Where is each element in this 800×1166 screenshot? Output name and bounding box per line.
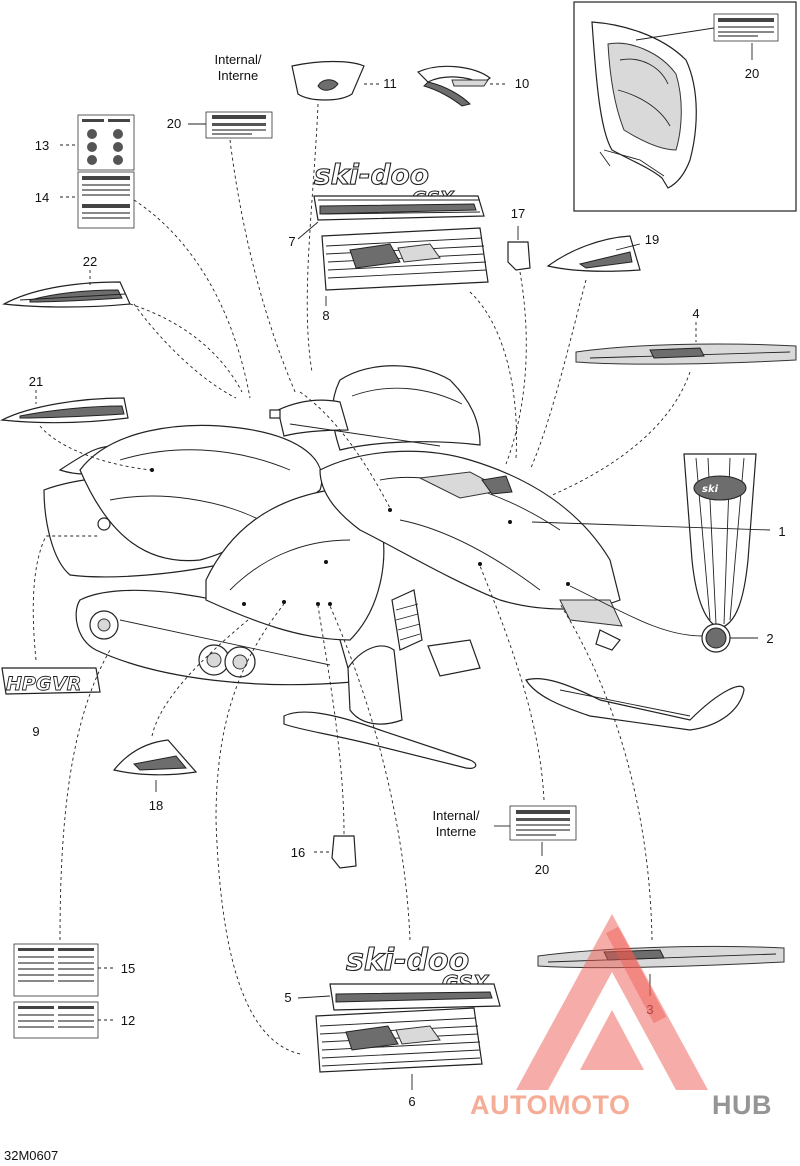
decal-11: 11 [291,60,397,373]
decal-12: 12 [13,649,135,1039]
decal-20-internal-top: Internal/ Interne 20 [167,52,297,395]
callout-4: 4 [692,306,699,321]
decal-20-internal-bottom: Internal/ Interne 20 [433,562,577,877]
callout-2: 2 [766,631,773,646]
callout-22: 22 [83,254,97,269]
callout-13: 13 [35,138,49,153]
decal-8: 8 [321,227,517,459]
decal-hpg: HPG [6,673,51,695]
note-internal-top: Internal/ [215,52,262,67]
decal-3: 3 [537,603,785,1017]
callout-20-top: 20 [167,116,181,131]
decal-9: HPG VR 9 [1,535,101,739]
callout-18: 18 [149,798,163,813]
note-interne-bottom: Interne [436,824,476,839]
decal-2: 2 [566,582,774,653]
callout-1: 1 [778,524,785,539]
decal-10: 10 [416,65,529,107]
note-internal-bottom: Internal/ [433,808,480,823]
decal-18: 18 [112,602,249,813]
callout-19: 19 [645,232,659,247]
decal-19: 19 [529,232,659,471]
callout-6: 6 [408,1094,415,1109]
callout-10: 10 [515,76,529,91]
callout-16: 16 [291,845,305,860]
callout-11: 11 [383,76,397,91]
watermark-logo [516,914,708,1090]
decal-5: ski-doo GSX 5 [284,602,501,1011]
decal-brand-top: ski-doo [314,158,429,191]
watermark-text-part2: HUB [712,1090,772,1120]
callout-15: 15 [121,961,135,976]
svg-text:ski: ski [702,484,719,495]
callout-5: 5 [284,990,291,1005]
callout-9: 9 [32,724,39,739]
decal-14: 14 [35,171,251,399]
decal-22: 22 [2,254,243,393]
callout-17: 17 [511,206,525,221]
watermark-text-part1: AUTOMOTO [470,1090,631,1120]
inset-panel: 20 [573,1,797,212]
callout-20-inset: 20 [745,66,759,81]
callout-3: 3 [646,1002,653,1017]
decal-21: 21 [0,374,153,471]
decal-17: 17 [505,206,531,465]
decal-15: 15 [13,943,135,997]
callout-21: 21 [29,374,43,389]
decal-4: 4 [549,306,797,497]
decal-7: ski-doo GSX 7 [288,157,485,249]
decal-13: 13 [35,114,135,171]
decal-vr: VR [52,673,81,695]
decal-6: 6 [215,600,483,1109]
note-interne-top: Interne [218,68,258,83]
drawing-number: 32M0607 [4,1148,58,1163]
callout-8: 8 [322,308,329,323]
callout-7: 7 [288,234,295,249]
decal-1: ski 1 [508,453,786,629]
decal-brand-bottom: ski-doo [346,943,469,978]
callout-20-bottom: 20 [535,862,549,877]
callout-14: 14 [35,190,49,205]
snowmobile-outline [43,365,745,769]
watermark: AUTOMOTO HUB [470,914,772,1120]
decal-16: 16 [291,602,357,869]
callout-12: 12 [121,1013,135,1028]
